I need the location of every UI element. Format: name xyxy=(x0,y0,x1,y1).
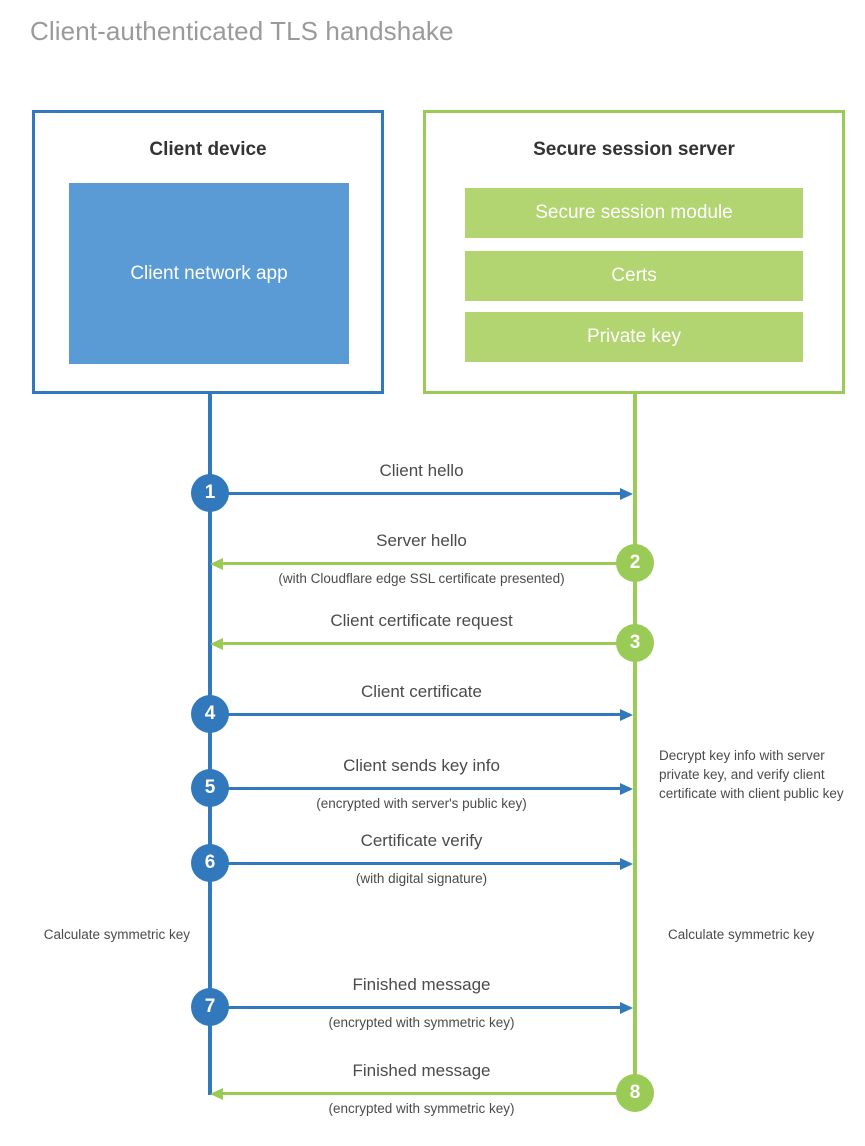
step-2-arrow-head-icon xyxy=(210,558,223,570)
server-component-secure-session-module: Secure session module xyxy=(465,188,803,238)
step-8-sublabel: (encrypted with symmetric key) xyxy=(328,1101,515,1116)
step-4-arrow-head-icon xyxy=(620,709,633,721)
step-1-arrow-line xyxy=(210,491,620,495)
step-5-sublabel: (encrypted with server's public key) xyxy=(316,796,527,811)
step-7-label: Finished message xyxy=(352,975,491,994)
step-2-label: Server hello xyxy=(376,531,467,550)
step-5-label: Client sends key info xyxy=(343,756,500,775)
step-6-arrow-line xyxy=(210,861,620,865)
client-network-app-block: Client network app xyxy=(69,183,349,364)
step-2-number-badge: 2 xyxy=(616,544,654,582)
step-5-arrow-line xyxy=(210,786,620,790)
step-7-arrow-line xyxy=(210,1005,620,1009)
step-4-arrow-line xyxy=(210,712,620,716)
step-2-sublabel: (with Cloudflare edge SSL certificate pr… xyxy=(278,571,565,586)
step-1-arrow-head-icon xyxy=(620,488,633,500)
step-5-arrow-head-icon xyxy=(620,783,633,795)
step-6-label: Certificate verify xyxy=(360,831,483,850)
step-3-arrow-head-icon xyxy=(210,638,223,650)
step-4-label: Client certificate xyxy=(361,682,482,701)
step-6-sublabel: (with digital signature) xyxy=(355,871,488,886)
server-lifeline xyxy=(633,392,637,1095)
annotation-server-decrypt: Decrypt key info with server private key… xyxy=(659,748,844,801)
step-7-number-badge: 7 xyxy=(191,988,229,1026)
step-1-number-badge: 1 xyxy=(191,474,229,512)
client-device-box: Client device Client network app xyxy=(32,110,384,394)
server-component-label: Private key xyxy=(587,326,681,347)
secure-session-server-box: Secure session server Secure session mod… xyxy=(423,110,845,394)
step-8-number-badge: 8 xyxy=(616,1074,654,1112)
page-title: Client-authenticated TLS handshake xyxy=(30,16,454,46)
client-lifeline xyxy=(208,392,212,1095)
annotation-server-calculate-symmetric-key: Calculate symmetric key xyxy=(668,927,815,942)
step-6-arrow-head-icon xyxy=(620,858,633,870)
step-5-number-badge: 5 xyxy=(191,769,229,807)
step-8-label: Finished message xyxy=(352,1061,491,1080)
step-2-arrow-line xyxy=(223,561,635,565)
step-1-label: Client hello xyxy=(379,461,464,480)
step-8-arrow-line xyxy=(223,1091,635,1095)
client-network-app-label: Client network app xyxy=(130,262,288,284)
step-3-label: Client certificate request xyxy=(330,611,513,630)
step-4-number-badge: 4 xyxy=(191,695,229,733)
server-component-label: Certs xyxy=(611,265,657,286)
step-3-number-badge: 3 xyxy=(616,624,654,662)
step-7-arrow-head-icon xyxy=(620,1002,633,1014)
server-component-label: Secure session module xyxy=(535,202,733,223)
step-3-arrow-line xyxy=(223,641,635,645)
client-device-title: Client device xyxy=(149,139,267,160)
step-6-number-badge: 6 xyxy=(191,844,229,882)
step-7-sublabel: (encrypted with symmetric key) xyxy=(328,1015,515,1030)
annotation-client-calculate-symmetric-key: Calculate symmetric key xyxy=(43,927,190,942)
step-8-arrow-head-icon xyxy=(210,1088,223,1100)
secure-session-server-title: Secure session server xyxy=(533,139,735,160)
server-component-private-key: Private key xyxy=(465,312,803,362)
server-component-certs: Certs xyxy=(465,251,803,301)
